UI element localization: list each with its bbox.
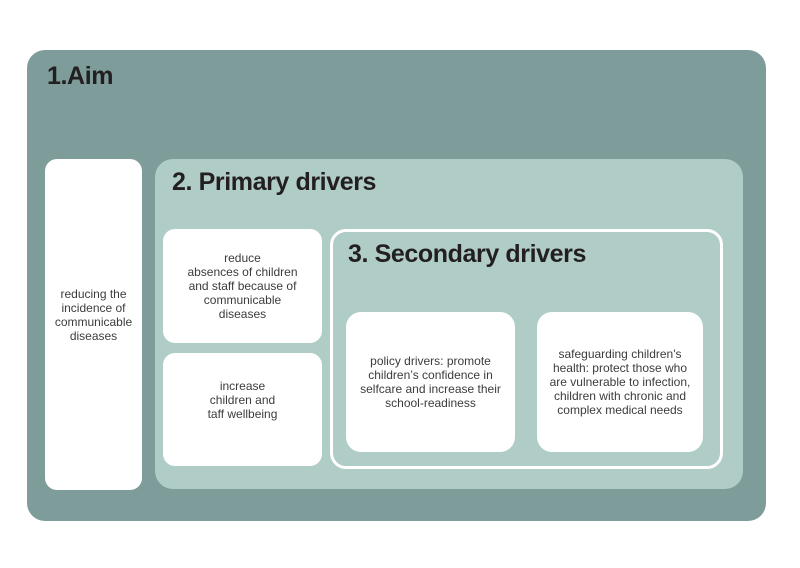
primary-driver-text: reduce absences of children and staff be… [187, 251, 298, 321]
aim-title: 1.Aim [47, 62, 114, 90]
primary-driver-card: reduce absences of children and staff be… [163, 229, 322, 343]
secondary-driver-text: policy drivers: promote children’s confi… [360, 354, 501, 410]
primary-driver-text: increase children and taff wellbeing [207, 378, 278, 421]
primary-drivers-section: 2. Primary drivers reduce absences of ch… [155, 159, 743, 489]
aim-section: 1.Aim reducing the incidence of communic… [27, 50, 766, 521]
secondary-drivers-section: 3. Secondary drivers policy drivers: pro… [330, 229, 723, 469]
secondary-driver-card: policy drivers: promote children’s confi… [346, 312, 515, 452]
primary-driver-card: increase children and taff wellbeing [163, 353, 322, 466]
primary-drivers-title: 2. Primary drivers [172, 168, 377, 196]
aim-statement-card: reducing the incidence of communicable d… [45, 159, 142, 490]
aim-statement-text: reducing the incidence of communicable d… [54, 286, 133, 343]
secondary-drivers-title: 3. Secondary drivers [348, 240, 586, 268]
secondary-driver-text: safeguarding children's health: protect … [549, 347, 691, 417]
secondary-driver-card: safeguarding children's health: protect … [537, 312, 703, 452]
